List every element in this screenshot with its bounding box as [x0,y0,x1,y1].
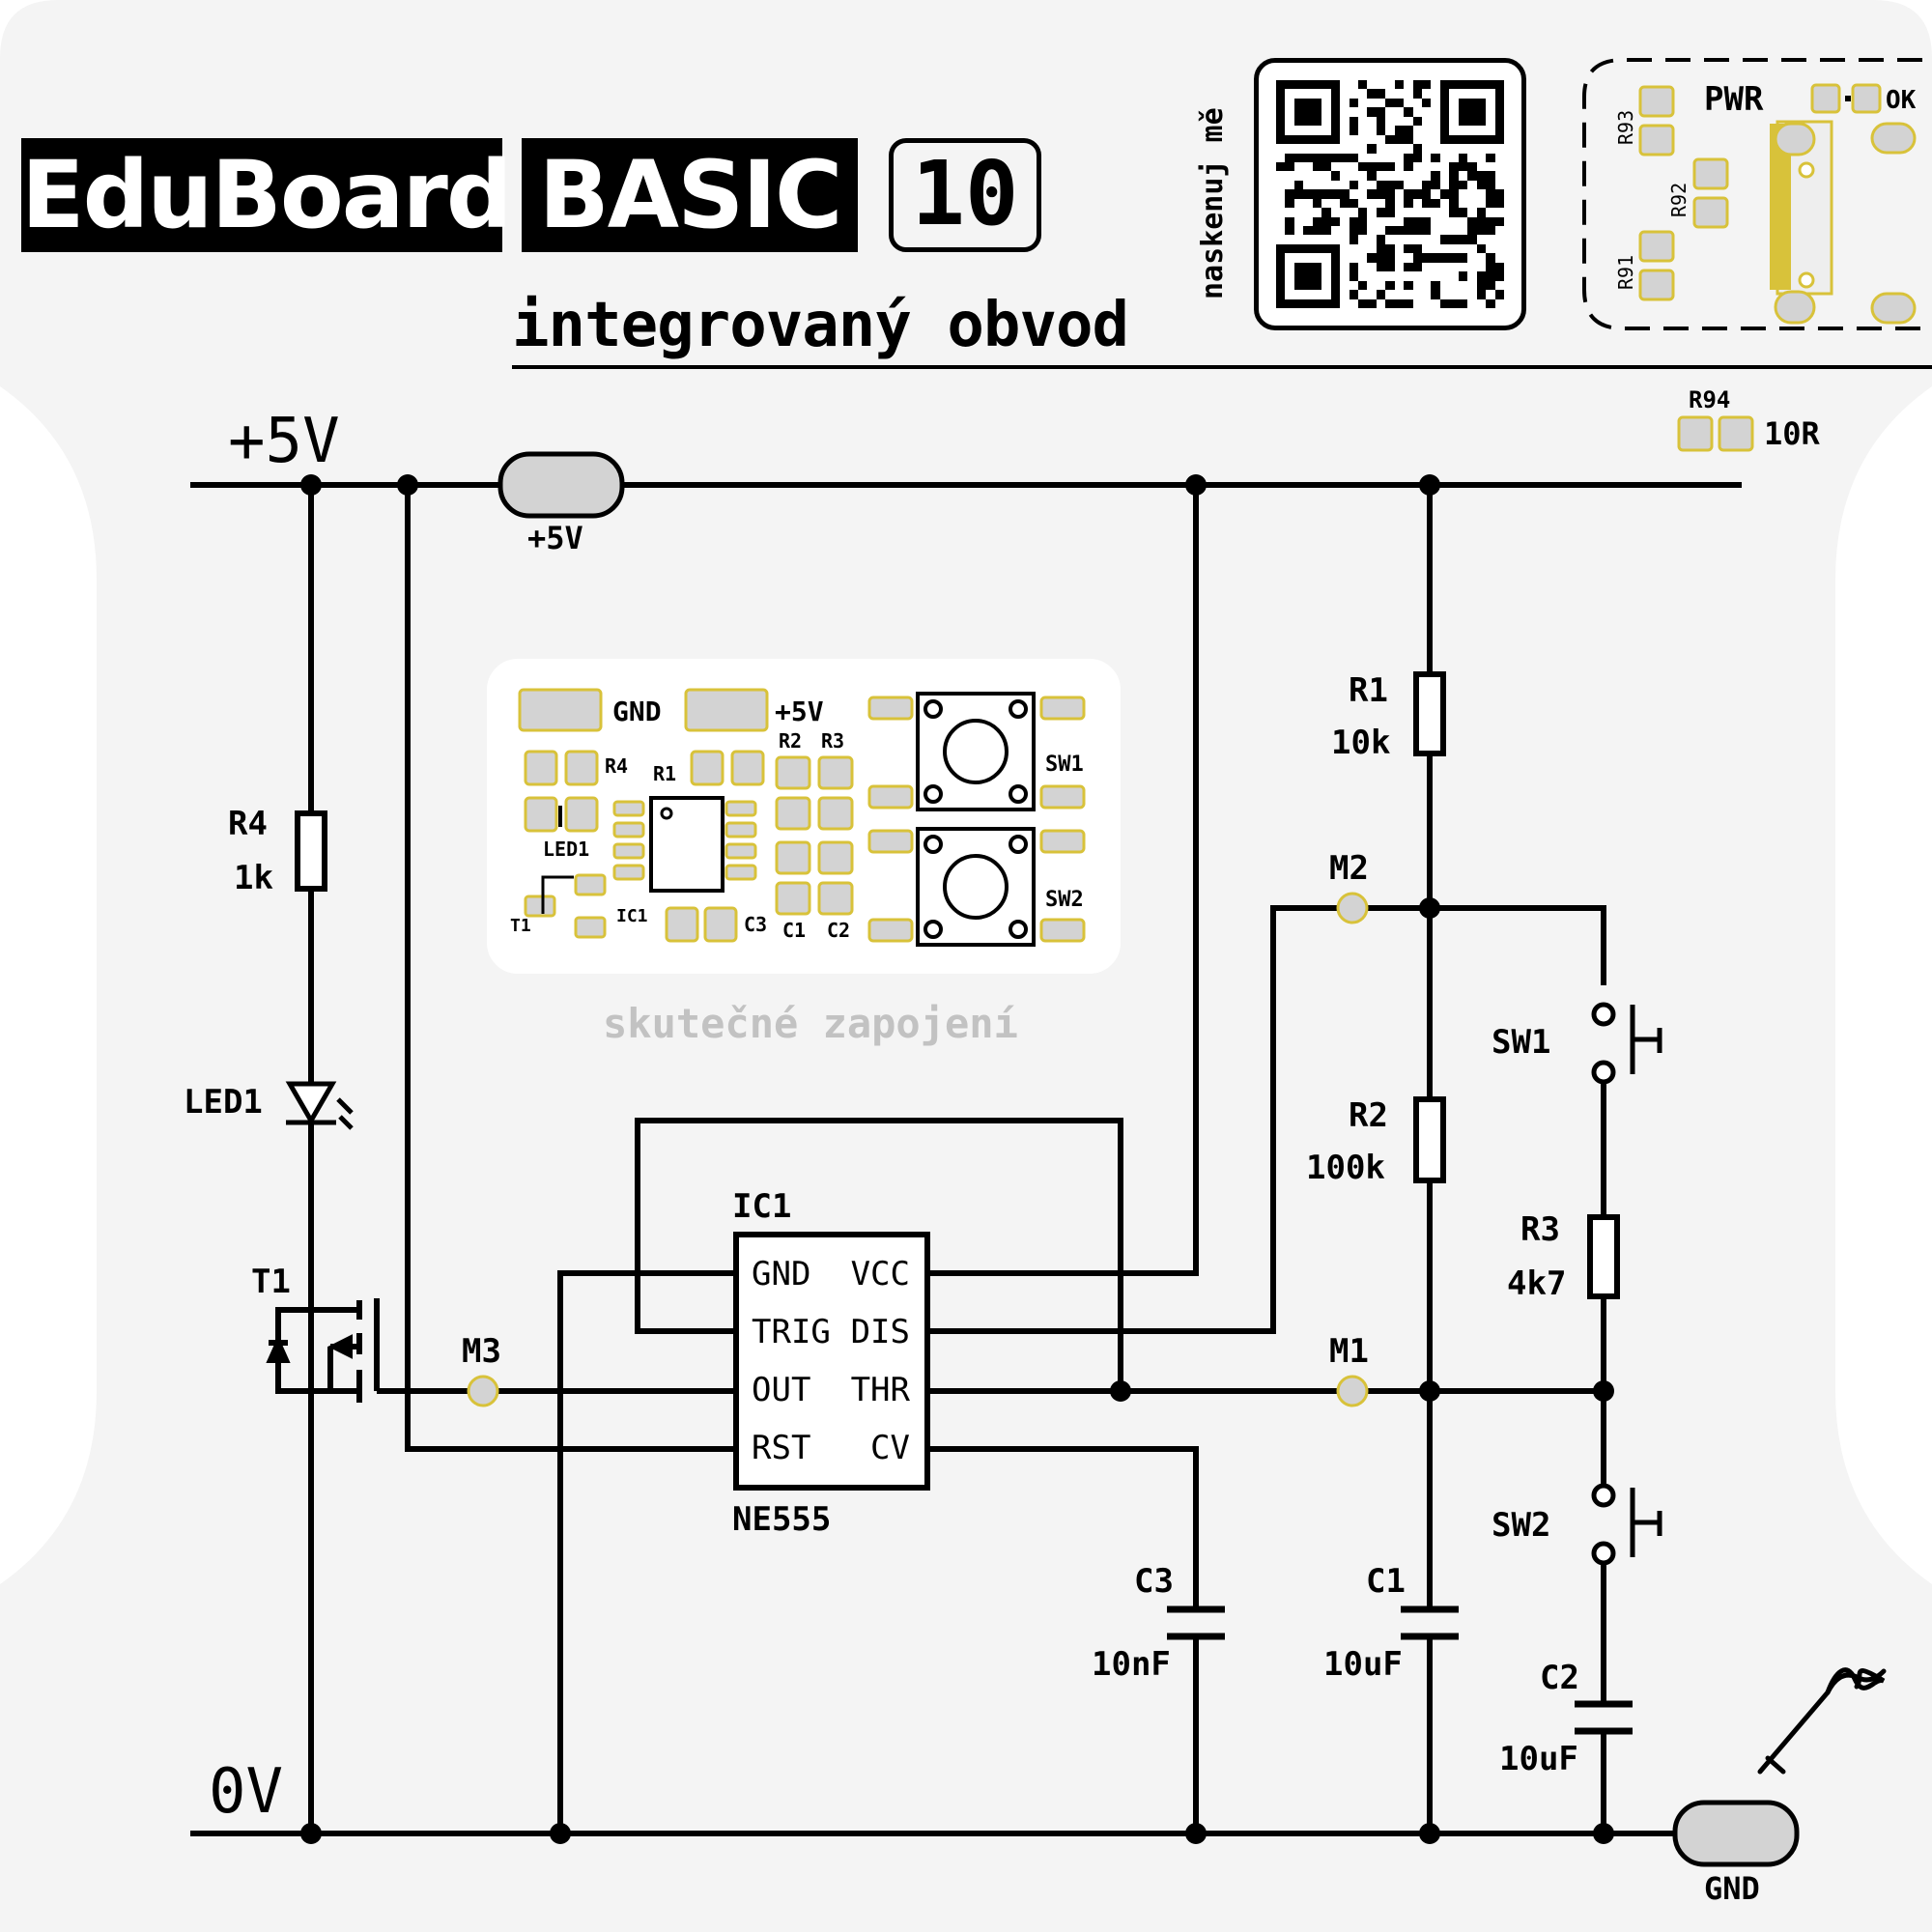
c3-capacitor [1167,1605,1225,1640]
c1-capacitor [1401,1605,1459,1640]
sw2-name: SW2 [1492,1506,1550,1545]
r1-resistor [1413,671,1446,756]
inset-led1: LED1 [543,838,589,861]
inset-c1: C1 [782,919,806,942]
r91-label: R91 [1614,255,1637,290]
c2-name: C2 [1540,1659,1579,1697]
t1-mosfet [266,1298,483,1403]
c1-name: C1 [1366,1562,1406,1601]
ic1-pin-vcc: VCC [851,1255,910,1293]
gnd-pad[interactable] [1672,1800,1800,1867]
inset-c3: C3 [744,913,767,936]
pwr-label: PWR [1704,80,1764,119]
r4-name: R4 [228,805,268,843]
brand-eduboard: EduBoard [21,138,513,252]
ic1-pin-rst: RST [752,1429,810,1467]
m3-test-point[interactable] [467,1375,499,1407]
inset-plus5v: +5V [775,696,824,727]
qr-code[interactable] [1254,58,1526,330]
c3-value: 10nF [1092,1645,1171,1684]
led1-name: LED1 [184,1083,263,1122]
gnd-pad-label: GND [1704,1870,1760,1907]
inset-sw2: SW2 [1045,888,1084,912]
c3-name: C3 [1134,1562,1174,1601]
r3-name: R3 [1520,1210,1560,1249]
r4-resistor [295,810,327,892]
r2-name: R2 [1349,1096,1388,1135]
inset-r2: R2 [779,729,802,753]
sw2-switch [1591,1483,1662,1566]
inset-t1: T1 [510,916,531,936]
brand-basic: BASIC [522,138,858,252]
sw1-name: SW1 [1492,1023,1550,1062]
m3-name: M3 [462,1332,501,1371]
r3-resistor [1587,1214,1620,1299]
ic1-pin-cv: CV [870,1429,910,1467]
probe-icon [1757,1667,1887,1775]
inset-sw1: SW1 [1045,753,1084,777]
r1-name: R1 [1349,671,1388,710]
r4-value: 1k [234,859,273,897]
sw1-switch [1591,1002,1662,1085]
ic1-pin-out: OUT [752,1371,810,1409]
ic1-pin-thr: THR [851,1371,911,1409]
m2-test-point[interactable] [1336,892,1369,924]
c2-value: 10uF [1499,1740,1578,1778]
subtitle-underline [512,365,1932,369]
inset-c2: C2 [827,919,850,942]
c2-capacitor [1575,1700,1633,1735]
led1-diode [285,1081,354,1130]
pcb-inset: GND +5V R4 R1 R2 R3 LED1 T1 IC1 C3 C1 C2… [487,659,1121,1047]
ic1-part: NE555 [732,1500,831,1539]
r2-value: 100k [1306,1149,1385,1187]
inset-ic1: IC1 [616,906,648,926]
r3-value: 4k7 [1507,1264,1566,1303]
m1-name: M1 [1329,1332,1369,1371]
inset-gnd: GND [612,696,662,727]
ic1-name: IC1 [732,1187,791,1226]
r94-value: 10R [1764,415,1821,452]
r94-label: R94 [1689,386,1730,413]
inset-r3: R3 [821,729,844,753]
lesson-number: 10 [889,138,1041,252]
power-module-outline [1582,58,1922,330]
c1-value: 10uF [1323,1645,1403,1684]
ic1-pin-gnd: GND [752,1255,810,1293]
qr-code-pattern [1276,80,1504,308]
m1-test-point[interactable] [1336,1375,1369,1407]
plus5v-pad[interactable] [497,451,625,519]
power-module: PWR OK R93 R92 R91 R94 10R [1582,58,1922,452]
r93-label: R93 [1614,110,1637,145]
ic1-body [733,1232,930,1491]
ic1-pin-dis: DIS [851,1313,910,1351]
plus5v-label: +5V [228,406,340,477]
r92-label: R92 [1667,183,1690,217]
m2-name: M2 [1329,849,1369,888]
inset-r1: R1 [653,762,676,785]
plus5v-pad-label: +5V [527,520,583,556]
r2-resistor [1413,1096,1446,1183]
inset-caption: skutečné zapojení [603,1000,1018,1047]
t1-name: T1 [251,1263,291,1301]
ic1-pin-trig: TRIG [752,1313,831,1351]
qr-caption: naskenuj mě [1196,107,1230,299]
page-subtitle: integrovaný obvod [512,290,1129,361]
ok-label: OK [1886,86,1917,115]
inset-r4: R4 [605,754,628,778]
ground-label: 0V [209,1756,283,1828]
r1-value: 10k [1331,724,1390,762]
